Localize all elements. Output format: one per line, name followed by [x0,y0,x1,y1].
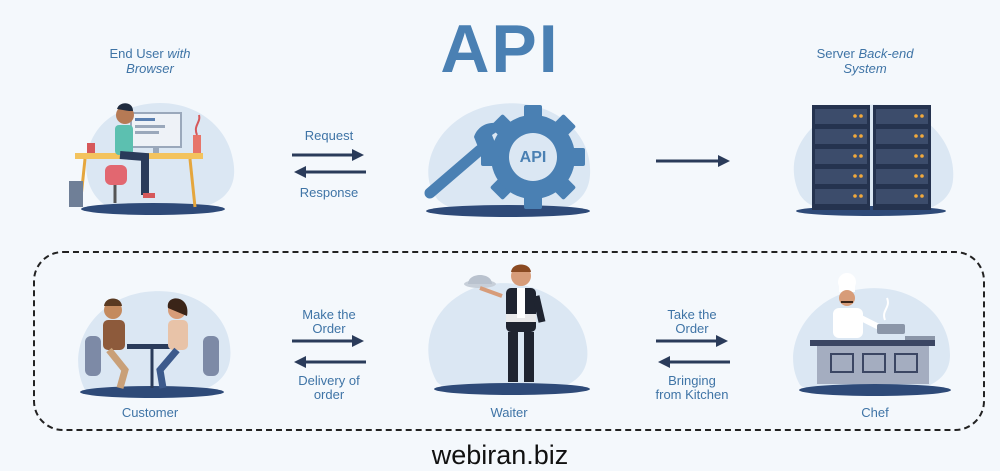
make-delivery-arrows [292,335,366,368]
page-title: API [440,11,560,87]
end-user-caption: End User with Browser [109,46,191,76]
request-label: Request [304,128,354,143]
chef-illustration [793,273,951,396]
waiter-label: Waiter [490,405,528,420]
response-label: Response [299,185,359,200]
waiter-illustration [428,264,590,395]
end-user-illustration [69,103,235,215]
api-gear-illustration: API [424,103,591,217]
customer-label: Customer [121,405,179,420]
chef-label: Chef [861,405,889,420]
footer-watermark: webiran.biz [431,440,569,470]
analogy-frame [33,251,985,431]
take-bringing-arrows [656,335,730,368]
request-response-arrows [292,149,366,178]
api-to-server-arrow [656,155,730,167]
gear-api-label: API [520,149,547,166]
server-caption: Server Back-end System [816,46,914,76]
customer-illustration [78,291,231,398]
server-illustration [793,104,954,216]
